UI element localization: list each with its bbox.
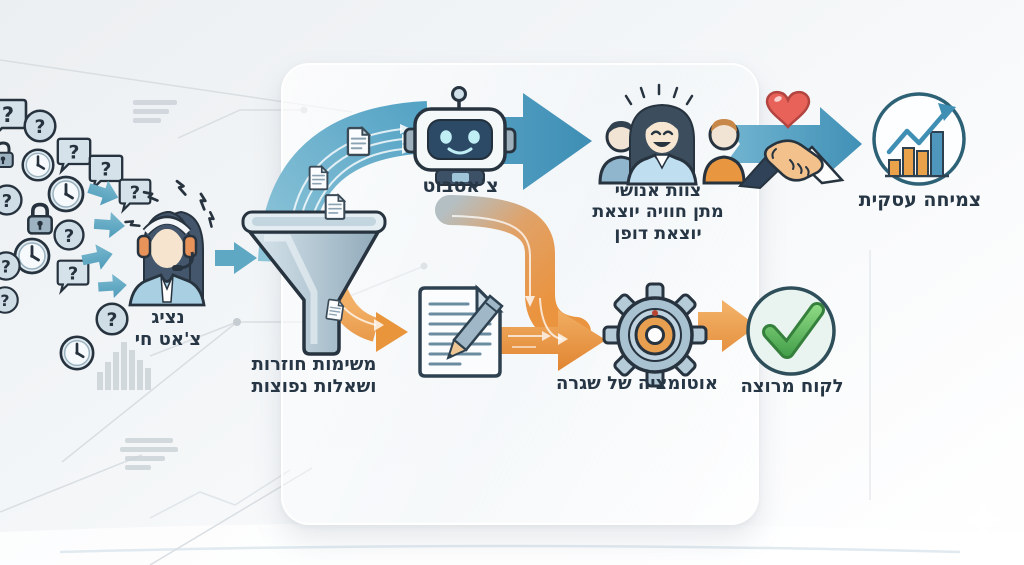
document-icon [308,165,329,191]
automation-label: אוטומציה של שגרה [555,373,719,394]
stress-bolt-icon [173,179,189,196]
team-label: צוות אנושי מתן חוויה יוצאת יוצאת דופן [573,181,743,245]
document-icon [325,298,345,322]
robot-icon [403,86,517,186]
handshake-icon [737,139,845,190]
agent-label: נציג צ'אט חי [113,307,223,351]
question-bubble-icon [56,259,90,293]
funnel-icon [241,210,387,356]
document-icon [346,126,371,157]
arrow-document-to-gear [500,297,606,371]
question-bubble-icon [0,98,28,138]
incoming-arrow-icon [93,210,126,240]
question-circle-icon [0,251,21,281]
support-agent-icon [124,179,220,307]
agent-label-line1: נציג [151,307,185,328]
question-bubble-icon [56,137,92,173]
question-circle-icon [53,219,85,251]
flow-chatbot-to-automation [435,195,591,347]
bottom-wave-line [59,544,961,554]
incoming-arrow-icon [97,273,128,300]
chatbot-label: צ'אטבוט [422,175,499,197]
stress-bolt-icon [202,210,220,228]
agent-label-line2: צ'אט חי [134,328,202,350]
question-bubble-icon [118,178,152,212]
rays [624,83,694,106]
placeholder-bars-top [133,100,177,123]
bar-chart-silhouette [97,342,151,390]
gear-icon [602,282,708,388]
team-label-line2: מתן חוויה יוצאת [592,202,724,223]
team-label-line1: צוות אנושי [614,181,702,201]
team-label-line3: יוצאת דופן [614,223,702,244]
sparkle-icon [963,498,1003,540]
funnel-label-line1: משימות חוזרות [251,354,377,375]
lock-icon [0,141,15,169]
funnel-label-line2: ושאלות נפוצות [251,375,377,397]
arrow-agent-to-funnel [215,242,257,274]
clock-icon [47,175,85,213]
clock-icon [59,335,95,371]
question-bubble-icon [88,154,124,190]
stress-bolt-icon [124,215,141,233]
clock-icon [21,148,55,182]
question-circle-icon [23,109,57,143]
customer-label: לקוח מרוצה [740,376,844,397]
heart-icon [765,90,811,129]
growth-label: צמיחה עסקית [858,189,982,211]
checkmark-icon [746,286,836,376]
document-pencil-icon [418,284,504,378]
question-circle-icon [0,184,23,216]
document-icon [324,194,346,220]
growth-chart-icon [872,92,966,186]
arrow-gear-to-check [698,300,757,352]
funnel-label: משימות חוזרות ושאלות נפוצות [226,354,402,398]
stress-bolt-icon [193,192,212,211]
question-circle-icon [0,286,19,314]
lock-icon [26,202,54,236]
bottom-sheen [0,522,1024,565]
team-icon [598,83,746,186]
placeholder-bars-mid [120,438,178,470]
